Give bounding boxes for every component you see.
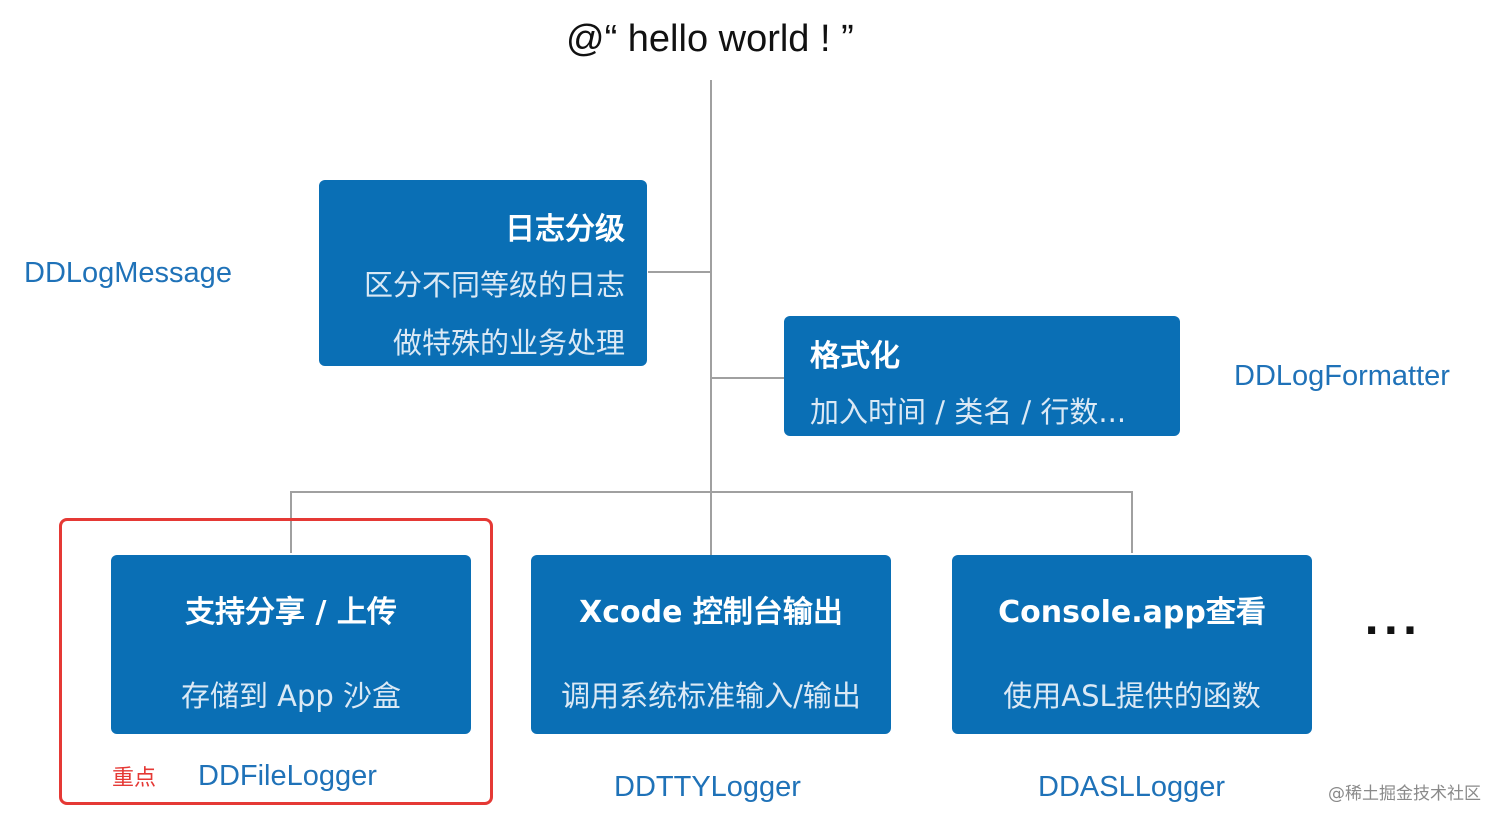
format-box: 格式化 加入时间 / 类名 / 行数...: [784, 316, 1180, 436]
watermark: @稀土掘金技术社区: [1328, 784, 1481, 804]
format-title: 格式化: [810, 339, 900, 374]
drop-line-file: [290, 491, 292, 553]
root-text: @“ hello world ! ”: [566, 18, 854, 60]
asl-class-label: DDASLLogger: [1038, 771, 1225, 803]
levels-line2: 做特殊的业务处理: [392, 326, 625, 360]
asl-line1: 使用ASL提供的函数: [1003, 679, 1261, 713]
file-box: 支持分享 / 上传 存储到 App 沙盒: [111, 555, 471, 734]
levels-title: 日志分级: [505, 212, 625, 247]
key-point-tag: 重点: [112, 766, 157, 791]
tty-class-label: DDTTYLogger: [614, 771, 801, 803]
asl-box: Console.app查看 使用ASL提供的函数: [952, 555, 1312, 734]
bottom-bus-line: [290, 491, 1133, 493]
branch-line-levels: [648, 271, 710, 273]
tty-title: Xcode 控制台输出: [579, 595, 843, 630]
tty-line1: 调用系统标准输入/输出: [561, 679, 861, 713]
trunk-line: [710, 80, 712, 558]
levels-box: 日志分级 区分不同等级的日志 做特殊的业务处理: [319, 180, 647, 366]
file-line1: 存储到 App 沙盒: [180, 679, 402, 713]
levels-line1: 区分不同等级的日志: [363, 268, 625, 302]
levels-class-label: DDLogMessage: [24, 257, 232, 289]
asl-title: Console.app查看: [998, 595, 1266, 630]
more-ellipsis: ...: [1364, 598, 1422, 644]
file-class-label: DDFileLogger: [198, 760, 377, 792]
file-title: 支持分享 / 上传: [185, 595, 397, 630]
highlight-frame: [59, 518, 493, 805]
drop-line-asl: [1131, 491, 1133, 553]
tty-box: Xcode 控制台输出 调用系统标准输入/输出: [531, 555, 891, 734]
format-line1: 加入时间 / 类名 / 行数...: [810, 395, 1127, 429]
branch-line-format: [712, 377, 784, 379]
format-class-label: DDLogFormatter: [1234, 360, 1450, 392]
